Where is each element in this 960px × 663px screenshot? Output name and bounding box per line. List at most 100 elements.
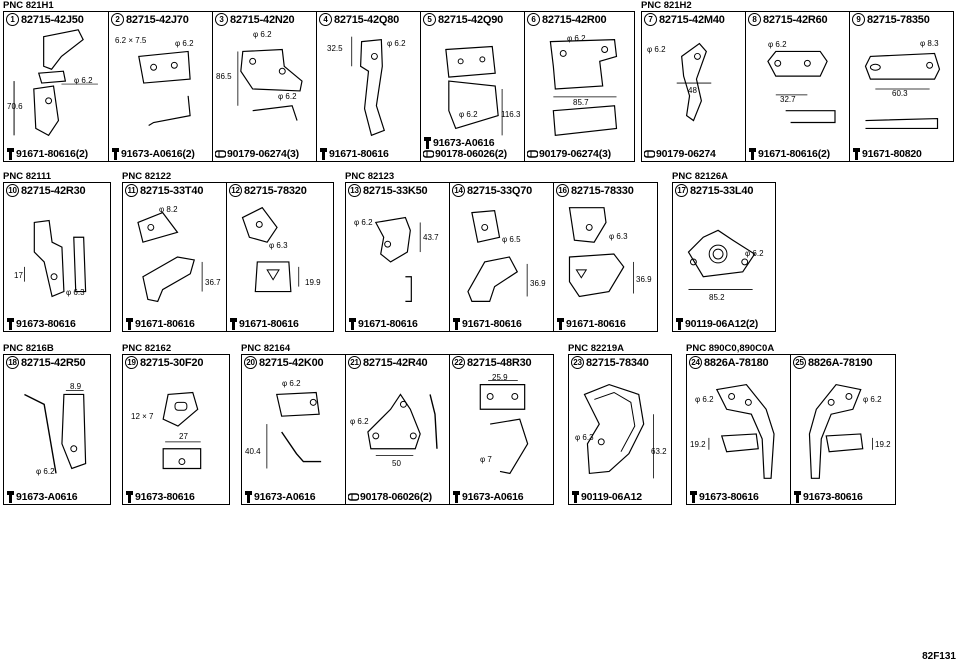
hardware-line[interactable]: 91673-80616 <box>6 318 76 330</box>
hardware-part-number: 90179-06274 <box>656 148 716 160</box>
part-number-text: 82715-33L40 <box>690 185 754 197</box>
hardware-line[interactable]: 90179-06274 <box>644 148 716 160</box>
hardware-line[interactable]: 91673-A0616 <box>6 491 78 503</box>
hardware-line[interactable]: 91671-80616 <box>319 148 389 160</box>
bolt-icon <box>126 318 133 330</box>
dimension-label: 60.3 <box>892 89 908 98</box>
hardware-line[interactable]: 90179-06274(3) <box>527 148 611 160</box>
dimension-label: 27 <box>179 432 188 441</box>
dimension-label: 32.7 <box>780 95 796 104</box>
hardware-part-number: 91671-80616 <box>239 318 299 330</box>
hardware-line[interactable]: 90119-06A12(2) <box>675 318 758 330</box>
hardware-line[interactable]: 91673-80616 <box>125 491 195 503</box>
hardware-part-number: 91673-A0616 <box>16 491 78 503</box>
bracket-drawing-22 <box>479 380 529 475</box>
callout-number: 23 <box>571 356 584 369</box>
hardware-line[interactable]: 91671-80616 <box>452 318 522 330</box>
dimension-label: φ 6.2 <box>567 34 586 43</box>
dimension-label: 36.7 <box>205 278 221 287</box>
bracket-drawing-24 <box>708 383 775 479</box>
dimension-label: 70.6 <box>7 102 23 111</box>
dimension-label: 12 × 7 <box>131 412 154 421</box>
group-label-8216b: PNC 8216B <box>3 343 54 354</box>
dimension-label: 48 <box>688 86 697 95</box>
part-number-text: 82715-48R30 <box>467 357 532 369</box>
hardware-line[interactable]: 91673-A0616(2) <box>111 148 195 160</box>
bracket-drawing-7 <box>676 42 712 122</box>
hardware-line[interactable]: 91671-80616 <box>556 318 626 330</box>
part-number-text: 82715-42N20 <box>230 14 295 26</box>
hardware-line[interactable]: 91671-80616(2) <box>748 148 830 160</box>
hardware-line[interactable]: 91673-A0616 <box>244 491 316 503</box>
hardware-line[interactable]: 91673-A0616 <box>452 491 524 503</box>
hardware-part-number: 91673-80616 <box>16 318 76 330</box>
dimension-label: φ 6.2 <box>74 76 93 85</box>
callout-number: 19 <box>125 356 138 369</box>
hardware-line[interactable]: 90178-06026(2) <box>423 148 507 160</box>
bracket-drawing-1 <box>13 29 98 137</box>
hardware-line[interactable]: 91673-80616 <box>689 491 759 503</box>
hardware-line[interactable]: 91671-80616 <box>348 318 418 330</box>
part-number-text: 82715-78340 <box>586 357 649 369</box>
callout-number: 5 <box>423 13 436 26</box>
bolt-icon <box>7 318 14 330</box>
callout-number: 24 <box>689 356 702 369</box>
dimension-label: φ 6.3 <box>575 433 594 442</box>
hardware-line[interactable]: 91671-80616(2) <box>6 148 88 160</box>
bolt-icon <box>749 148 756 160</box>
part-number-text: 82715-42J70 <box>126 14 189 26</box>
hardware-part-number: 90179-06274(3) <box>539 148 611 160</box>
hardware-line[interactable]: 90119-06A12 <box>571 491 642 503</box>
bracket-drawing-2 <box>138 50 191 126</box>
dimension-label: φ 6.3 <box>66 288 85 297</box>
hardware-line[interactable]: 91671-80616 <box>229 318 299 330</box>
hardware-line[interactable]: 90179-06274(3) <box>215 148 299 160</box>
group-label-82164: PNC 82164 <box>241 343 291 354</box>
hardware-line[interactable]: 91671-80616 <box>125 318 195 330</box>
hardware-line[interactable]: 91673-80616 <box>793 491 863 503</box>
bolt-icon <box>112 148 119 160</box>
hardware-line[interactable]: 91671-80820 <box>852 148 922 160</box>
hardware-line[interactable]: 90178-06026(2) <box>348 491 432 503</box>
hardware-line[interactable]: 91673-A0616 <box>423 137 495 149</box>
callout-number: 10 <box>6 184 19 197</box>
dimension-label: 40.4 <box>245 447 261 456</box>
bracket-drawing-25 <box>808 383 873 479</box>
callout-number: 22 <box>452 356 465 369</box>
hardware-part-number: 91671-80616(2) <box>16 148 88 160</box>
